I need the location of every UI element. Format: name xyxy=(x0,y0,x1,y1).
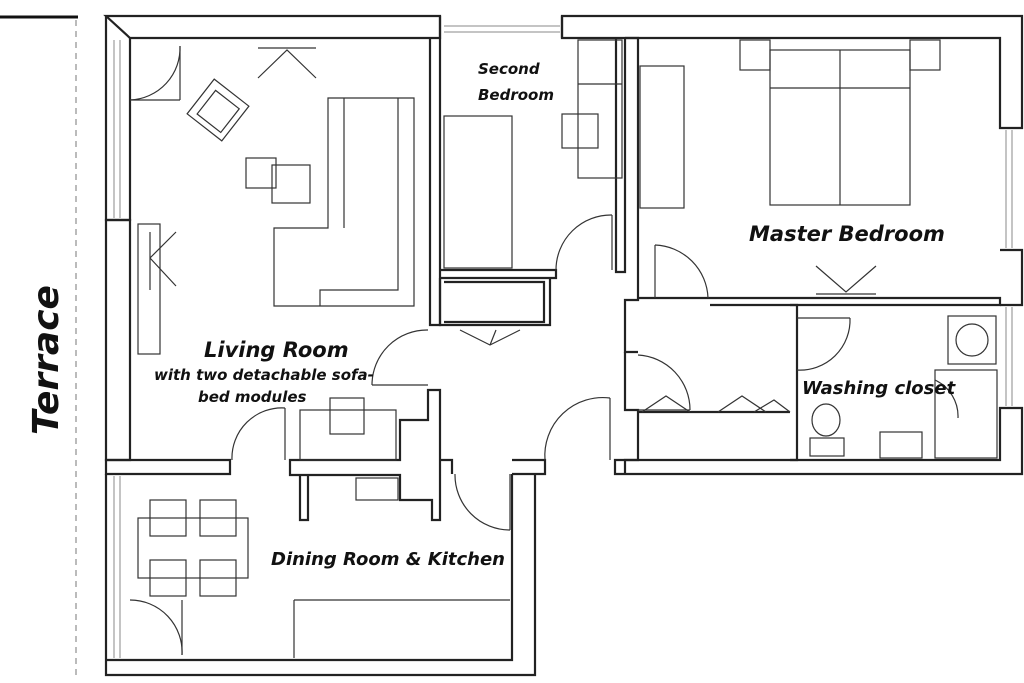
doors xyxy=(129,45,959,656)
second-bedroom-label-line2: Bedroom xyxy=(478,86,554,104)
washing-closet-fixtures xyxy=(809,315,998,459)
terrace-label: Terrace xyxy=(26,285,67,435)
dining-furniture xyxy=(137,477,510,658)
living-room-note-line1: with two detachable sofa- xyxy=(154,366,374,384)
hall-wardrobe xyxy=(459,329,791,413)
interior-walls xyxy=(288,36,1002,522)
outer-walls xyxy=(103,14,1024,677)
dining-kitchen-label: Dining Room & Kitchen xyxy=(271,549,505,570)
second-bedroom-furniture xyxy=(443,39,623,269)
second-bedroom-label-line1: Second xyxy=(478,60,540,78)
living-room-note-line2: bed modules xyxy=(198,388,307,406)
living-room-label: Living Room xyxy=(204,338,349,362)
master-bedroom-label: Master Bedroom xyxy=(749,222,945,246)
master-bedroom-furniture xyxy=(639,39,941,295)
washing-closet-label: Washing closet xyxy=(802,378,957,399)
living-room-furniture xyxy=(137,47,415,461)
windows xyxy=(113,25,1013,658)
